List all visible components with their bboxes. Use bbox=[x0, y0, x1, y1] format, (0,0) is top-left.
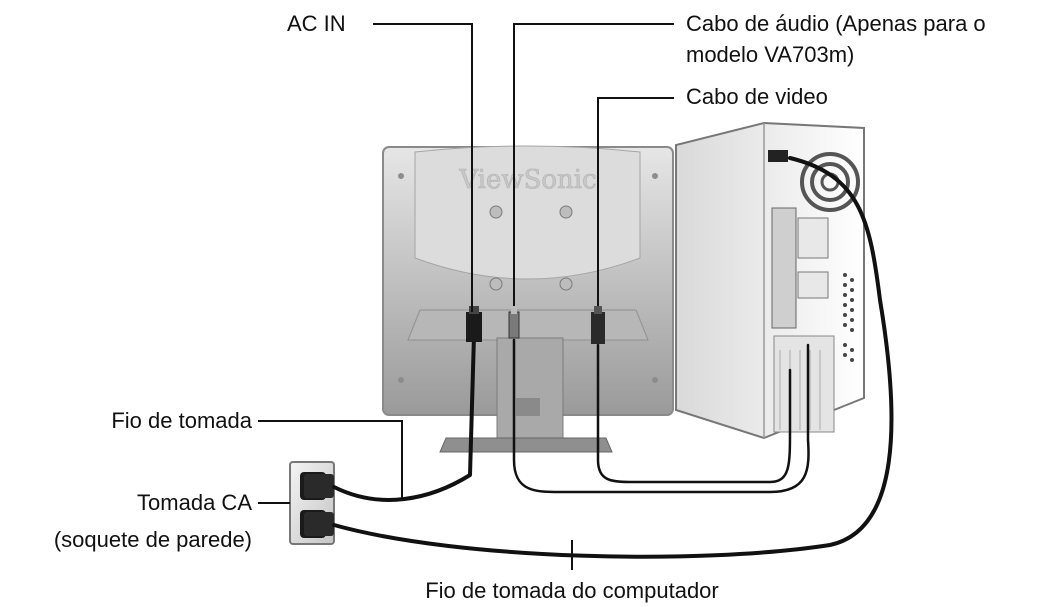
label-power-cord: Fio de tomada bbox=[111, 408, 252, 433]
label-audio-cable-line2: modelo VA703m) bbox=[686, 42, 855, 67]
label-ac-outlet-line2: (soquete de parede) bbox=[53, 527, 252, 552]
power-plug bbox=[466, 306, 482, 342]
label-video-cable: Cabo de video bbox=[686, 84, 828, 109]
monitor-back: ViewSonic bbox=[382, 145, 674, 453]
audio-cable bbox=[512, 338, 810, 494]
leader-power-cord bbox=[258, 420, 403, 500]
brand-logo: ViewSonic bbox=[458, 165, 596, 195]
label-audio-cable-line1: Cabo de áudio (Apenas para o bbox=[686, 11, 986, 36]
computer-power-cord-cable bbox=[332, 156, 894, 559]
leader-lines bbox=[258, 23, 674, 570]
wall-outlet bbox=[289, 461, 335, 545]
pc-power-socket bbox=[768, 150, 788, 162]
audio-plug bbox=[508, 306, 520, 339]
label-ac-outlet-line1: Tomada CA bbox=[137, 490, 252, 515]
vga-connector bbox=[591, 306, 605, 344]
leader-audio bbox=[513, 23, 674, 306]
cables bbox=[332, 156, 894, 559]
leader-ac-in bbox=[373, 23, 473, 312]
label-ac-in: AC IN bbox=[287, 11, 346, 36]
power-cord-cable bbox=[332, 333, 476, 502]
computer-tower bbox=[675, 121, 865, 440]
leader-video bbox=[597, 97, 674, 306]
video-cable bbox=[596, 343, 792, 484]
label-computer-power-cord: Fio de tomada do computador bbox=[425, 578, 719, 603]
